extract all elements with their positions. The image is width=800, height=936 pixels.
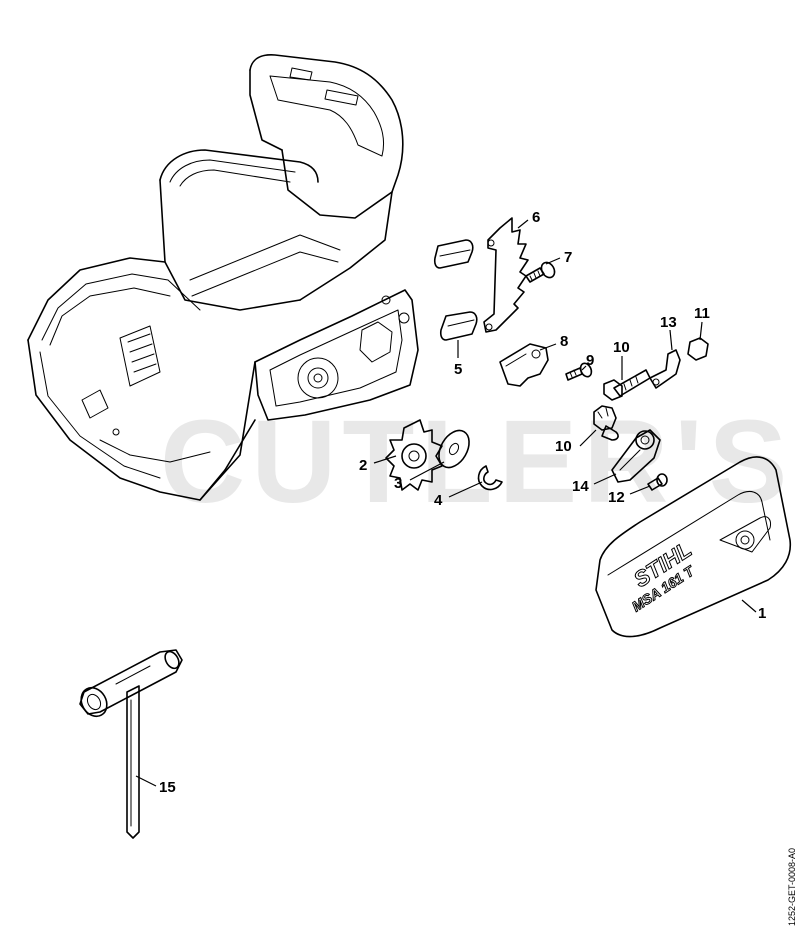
part-sprocket [385, 419, 443, 491]
leader-13 [669, 329, 673, 351]
part-combination-wrench [79, 649, 183, 839]
callout-7: 7 [564, 249, 572, 266]
watermark-text: CUTLER'S [160, 396, 793, 528]
callout-5: 5 [454, 361, 462, 378]
leader-6 [517, 219, 529, 229]
leader-4 [448, 481, 483, 498]
leader-12 [629, 485, 651, 495]
part-screw-9 [565, 362, 593, 381]
part-screw-12 [647, 473, 668, 491]
part-bracket [499, 343, 549, 387]
part-tensioner-slide [611, 429, 661, 483]
callout-6: 6 [532, 209, 540, 226]
callout-10-upper: 10 [613, 339, 630, 356]
leader-7 [545, 257, 561, 265]
callout-labels: 1 2 3 4 5 6 7 8 9 10 10 11 12 13 14 15 [159, 209, 766, 796]
part-washer [438, 429, 470, 469]
part-screw-7 [525, 261, 556, 283]
callout-4: 4 [434, 492, 443, 509]
part-slide-caps [433, 239, 478, 341]
callout-8: 8 [560, 333, 568, 350]
leader-11 [699, 321, 703, 341]
callout-15: 15 [159, 779, 176, 796]
reference-code: 1252-GET-0008-A0 [787, 848, 797, 926]
chainsaw-housing [27, 54, 419, 501]
callout-9: 9 [586, 352, 594, 369]
leader-3 [409, 461, 445, 481]
callout-1: 1 [758, 605, 766, 622]
leader-15 [135, 775, 157, 787]
leader-9 [581, 365, 587, 371]
part-nut-11 [687, 337, 709, 361]
part-tensioner-gear [593, 405, 619, 441]
callout-10-lower: 10 [555, 438, 572, 455]
leader-lines [135, 219, 757, 787]
callout-12: 12 [608, 489, 625, 506]
callout-2: 2 [359, 457, 367, 474]
leader-14 [593, 473, 617, 485]
part-lever [649, 349, 681, 389]
callout-14: 14 [572, 478, 589, 495]
callout-11: 11 [694, 305, 710, 322]
leader-8 [539, 343, 557, 351]
leader-10b [579, 429, 597, 447]
part-spiked-bumper [483, 217, 529, 333]
callout-13: 13 [660, 314, 677, 331]
part-e-clip [477, 465, 503, 491]
leader-1 [741, 599, 757, 613]
callout-3: 3 [394, 475, 402, 492]
leader-2 [373, 455, 397, 464]
